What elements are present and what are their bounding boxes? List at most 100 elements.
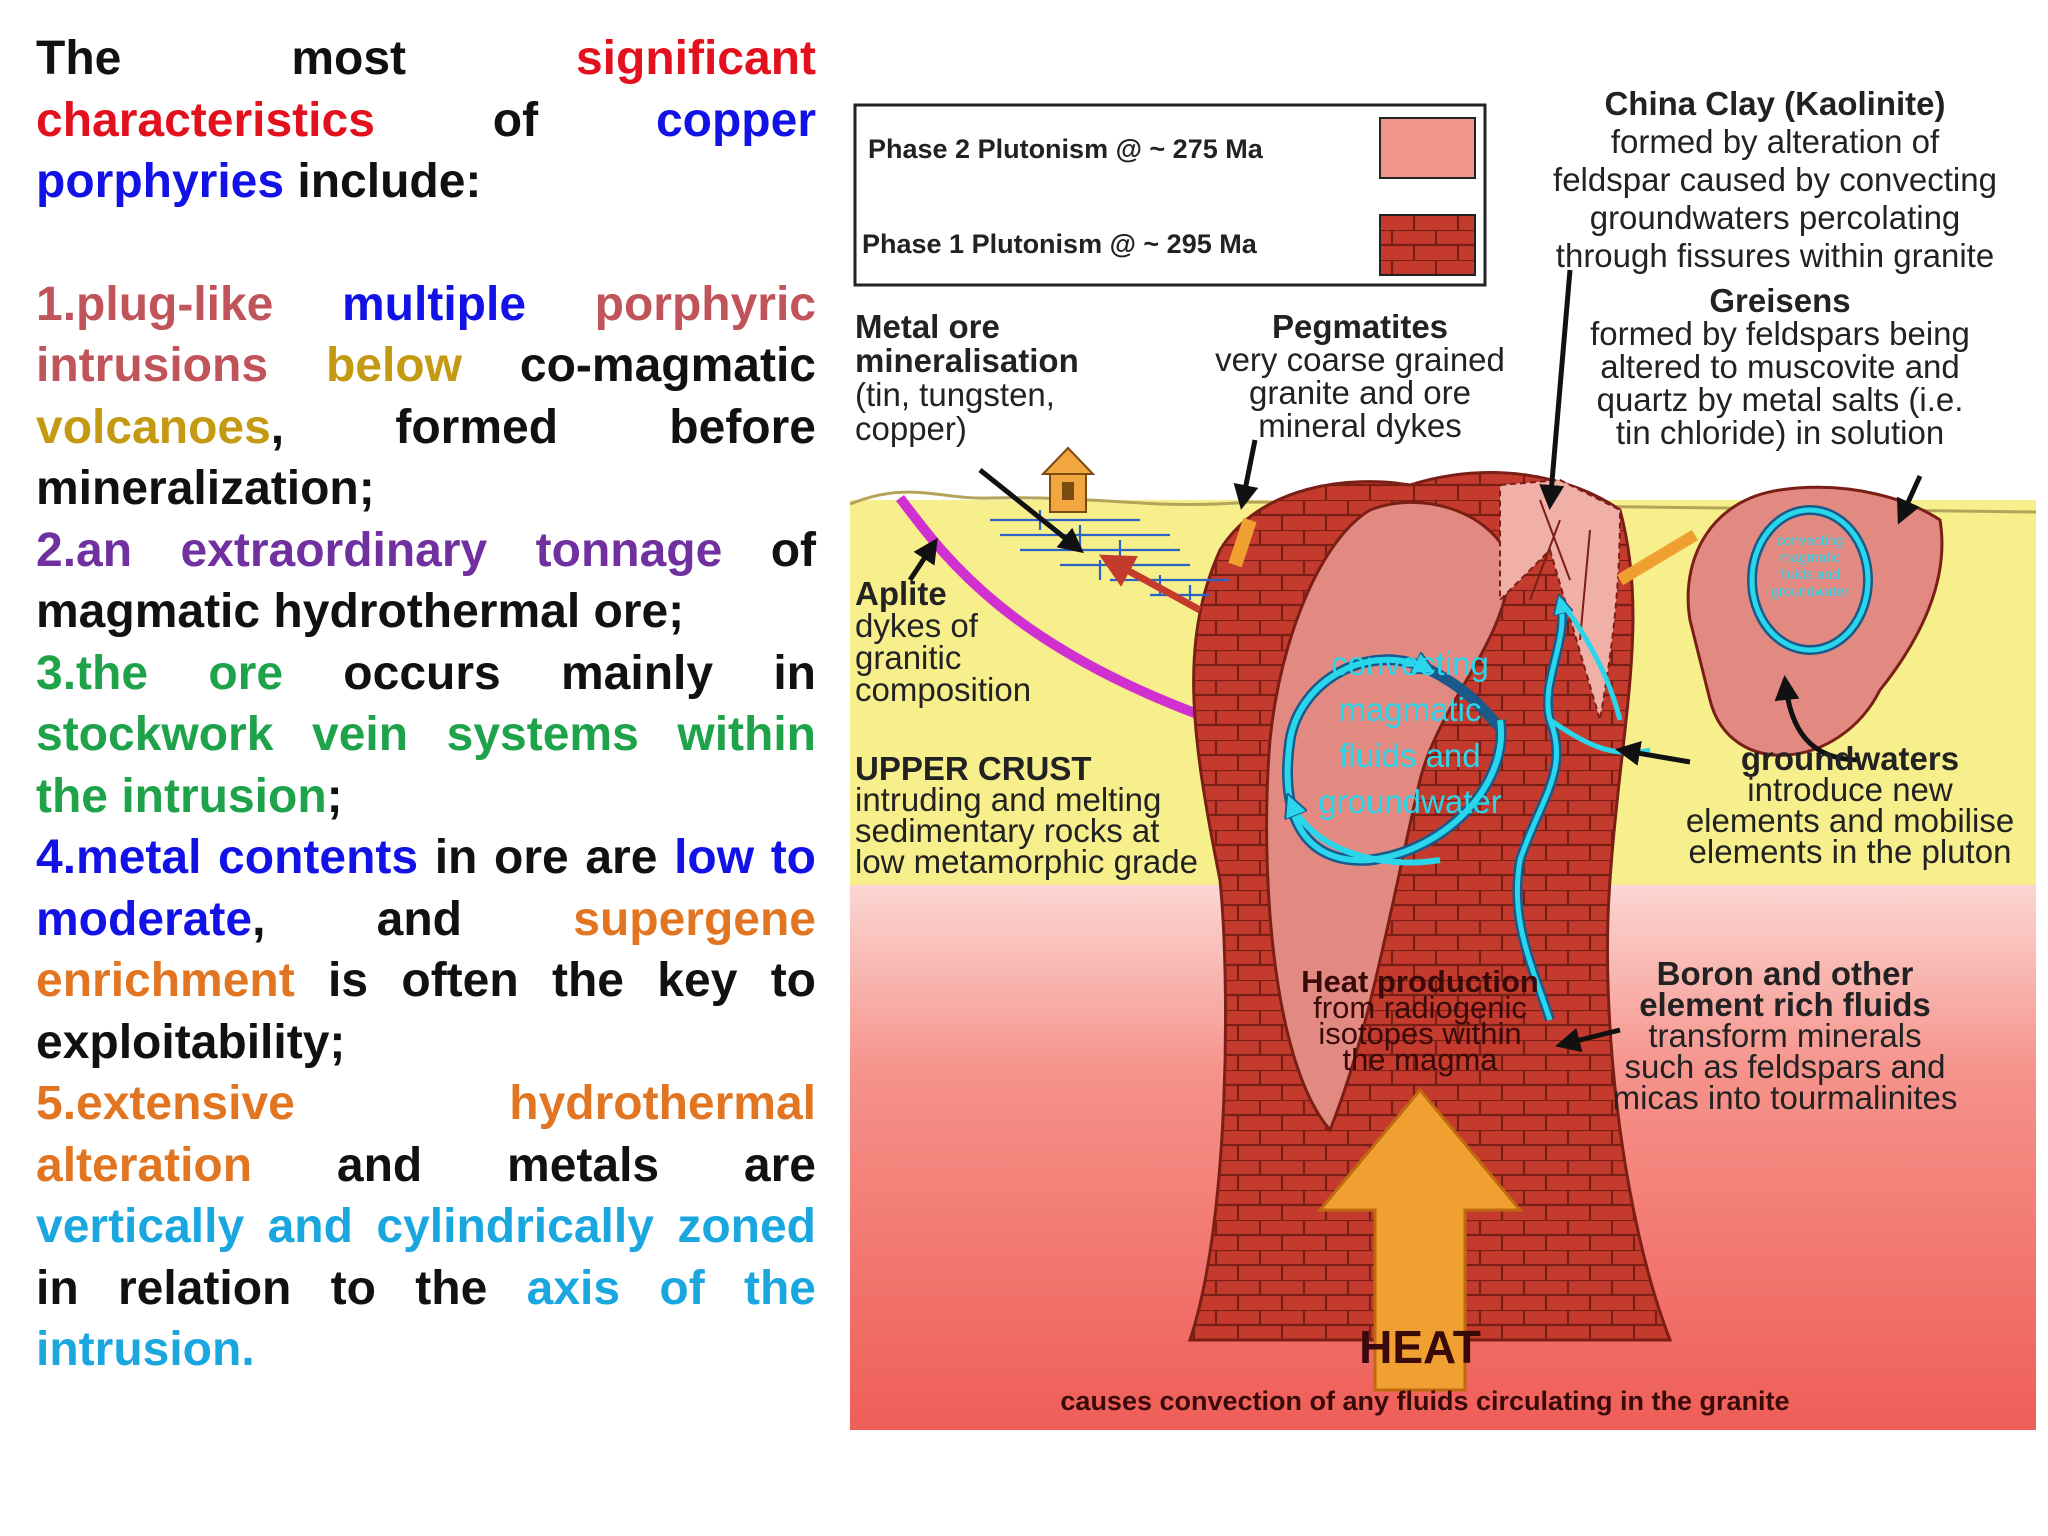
fluid-channel-fill <box>1514 600 1562 1021</box>
granite-pluton-diagram: Phase 2 Plutonism @ ~ 275 Ma Phase 1 Plu… <box>850 85 2036 1430</box>
text-run: in ore are <box>418 831 675 884</box>
text-run: characteristics <box>36 93 375 147</box>
pegmatite-arrow <box>1233 439 1259 510</box>
text-run: multiple <box>342 277 595 331</box>
label-line: convecting <box>1331 645 1489 682</box>
text-run: of <box>374 93 656 147</box>
china-clay-arrow <box>1539 269 1573 510</box>
greisen-fissures <box>1529 499 1591 641</box>
text-run: low to moderate <box>36 831 816 946</box>
label-line: copper) <box>855 410 967 447</box>
text-run: 2.an extraordinary tonnage <box>36 523 723 577</box>
label-line: Aplite <box>855 575 947 612</box>
label-line: magmatic <box>1338 691 1481 728</box>
label-title: mineralisation <box>855 342 1079 379</box>
label-line: groundwater <box>1318 783 1501 820</box>
house-icon <box>1040 446 1096 513</box>
groundwater-arrow <box>1615 741 1691 766</box>
text-run: significant <box>575 32 816 85</box>
legend-swatch-phase2 <box>1379 117 1476 179</box>
label-line: feldspar caused by convecting <box>1553 161 1997 198</box>
label-line: through fissures within granite <box>1556 237 1994 274</box>
list-item: 3.the ore occurs mainly in stockwork vei… <box>36 643 816 828</box>
label-line: formed by alteration of <box>1611 123 1940 160</box>
label-line: magmatic <box>1780 549 1841 565</box>
text-run: in relation to the <box>36 1261 527 1315</box>
label-line: from radiogenic <box>1313 990 1527 1025</box>
china-clay-label: China Clay (Kaolinite)formed by alterati… <box>1553 85 1997 274</box>
label-line: Heat production <box>1301 964 1539 999</box>
ore-migration-arrow <box>1098 554 1202 614</box>
label-line: introduce new <box>1747 771 1953 808</box>
label-line: quartz by metal salts (i.e. <box>1597 381 1964 418</box>
legend-phase1-label: Phase 1 Plutonism @ ~ 295 Ma <box>862 229 1258 259</box>
label-line: micas into tourmalinites <box>1613 1079 1958 1116</box>
label-title: groundwaters <box>1741 740 1959 777</box>
text-run: volcanoes <box>36 400 271 454</box>
points-list: 1.plug-like multiple porphyric intrusion… <box>36 274 816 1381</box>
fluid-branch-2 <box>1557 598 1623 721</box>
convecting-fluids-label: convecting magmatic fluids and groundwater <box>1318 645 1501 820</box>
greisen-arrow <box>1896 474 1923 525</box>
aplite-arrow <box>907 537 938 582</box>
label-line: sedimentary rocks at <box>855 812 1159 849</box>
label-line: tin chloride) in solution <box>1616 414 1944 451</box>
label-line: the magma <box>1342 1042 1498 1077</box>
paragraph-gap <box>36 213 816 274</box>
intro-paragraph: The most significant characteristics of … <box>36 28 816 213</box>
text-run: below <box>325 339 462 392</box>
label-title: Metal ore <box>855 308 1000 345</box>
text-run: of magmatic hydrothermal ore; <box>36 523 816 639</box>
text-run: vertically and cylindrically zoned <box>36 1200 816 1253</box>
label-line: composition <box>855 671 1031 708</box>
convection-loop-tail <box>1290 800 1441 866</box>
label-line: groundwater <box>1771 583 1849 599</box>
text-run: , formed before mineralization; <box>36 400 816 516</box>
label-line: convecting <box>1777 532 1844 548</box>
heat-arrow <box>1316 1087 1524 1392</box>
list-item: 2.an extraordinary tonnage of magmatic h… <box>36 520 816 643</box>
heat-title: HEAT <box>1359 1321 1481 1373</box>
text-run: stockwork vein systems within the intrus… <box>36 708 816 823</box>
label-line: (tin, tungsten, <box>855 376 1055 413</box>
pegmatite-dyke-left <box>1228 517 1257 568</box>
label-line: granitic <box>855 639 961 676</box>
label-title: China Clay (Kaolinite) <box>1604 85 1945 122</box>
label-line: such as feldspars and <box>1624 1048 1945 1085</box>
label-line: isotopes within <box>1318 1016 1521 1051</box>
pegmatite-dyke-right <box>1616 529 1699 586</box>
slide-text: The most significant characteristics of … <box>36 28 816 1381</box>
small-convection-loop-fill <box>1749 507 1871 653</box>
list-item: 5.extensive hydrothermal alteration and … <box>36 1073 816 1381</box>
text-run: is often the key to exploitability; <box>36 954 816 1069</box>
label-line: granite and ore <box>1249 374 1471 411</box>
metal-ore-arrow <box>978 468 1084 554</box>
label-title: element rich fluids <box>1639 986 1931 1023</box>
label-title: Pegmatites <box>1272 308 1448 345</box>
text-run: ; <box>326 769 343 823</box>
label-line: fluids and <box>1339 737 1480 774</box>
text-run: 1.plug-like <box>36 277 342 331</box>
label-line: elements in the pluton <box>1689 833 2012 870</box>
label-line: altered to muscovite and <box>1600 348 1960 385</box>
label-line: formed by feldspars being <box>1590 315 1970 352</box>
text-run: copper porphyries <box>36 93 816 209</box>
list-item: 4.metal contents in ore are low to moder… <box>36 827 816 1073</box>
legend-swatch-phase1 <box>1379 214 1476 276</box>
small-loop-arrow <box>1774 675 1861 763</box>
text-run: 4.metal contents <box>36 831 419 884</box>
boron-arrow <box>1555 1027 1621 1053</box>
label-line: mineral dykes <box>1258 407 1462 444</box>
text-run: porphyric intrusions <box>36 277 816 393</box>
text-run: co-magmatic <box>461 339 816 392</box>
legend: Phase 2 Plutonism @ ~ 275 Ma Phase 1 Plu… <box>853 103 1487 287</box>
label-line: very coarse grained <box>1215 341 1505 378</box>
text-run: 3.the ore <box>36 646 284 700</box>
